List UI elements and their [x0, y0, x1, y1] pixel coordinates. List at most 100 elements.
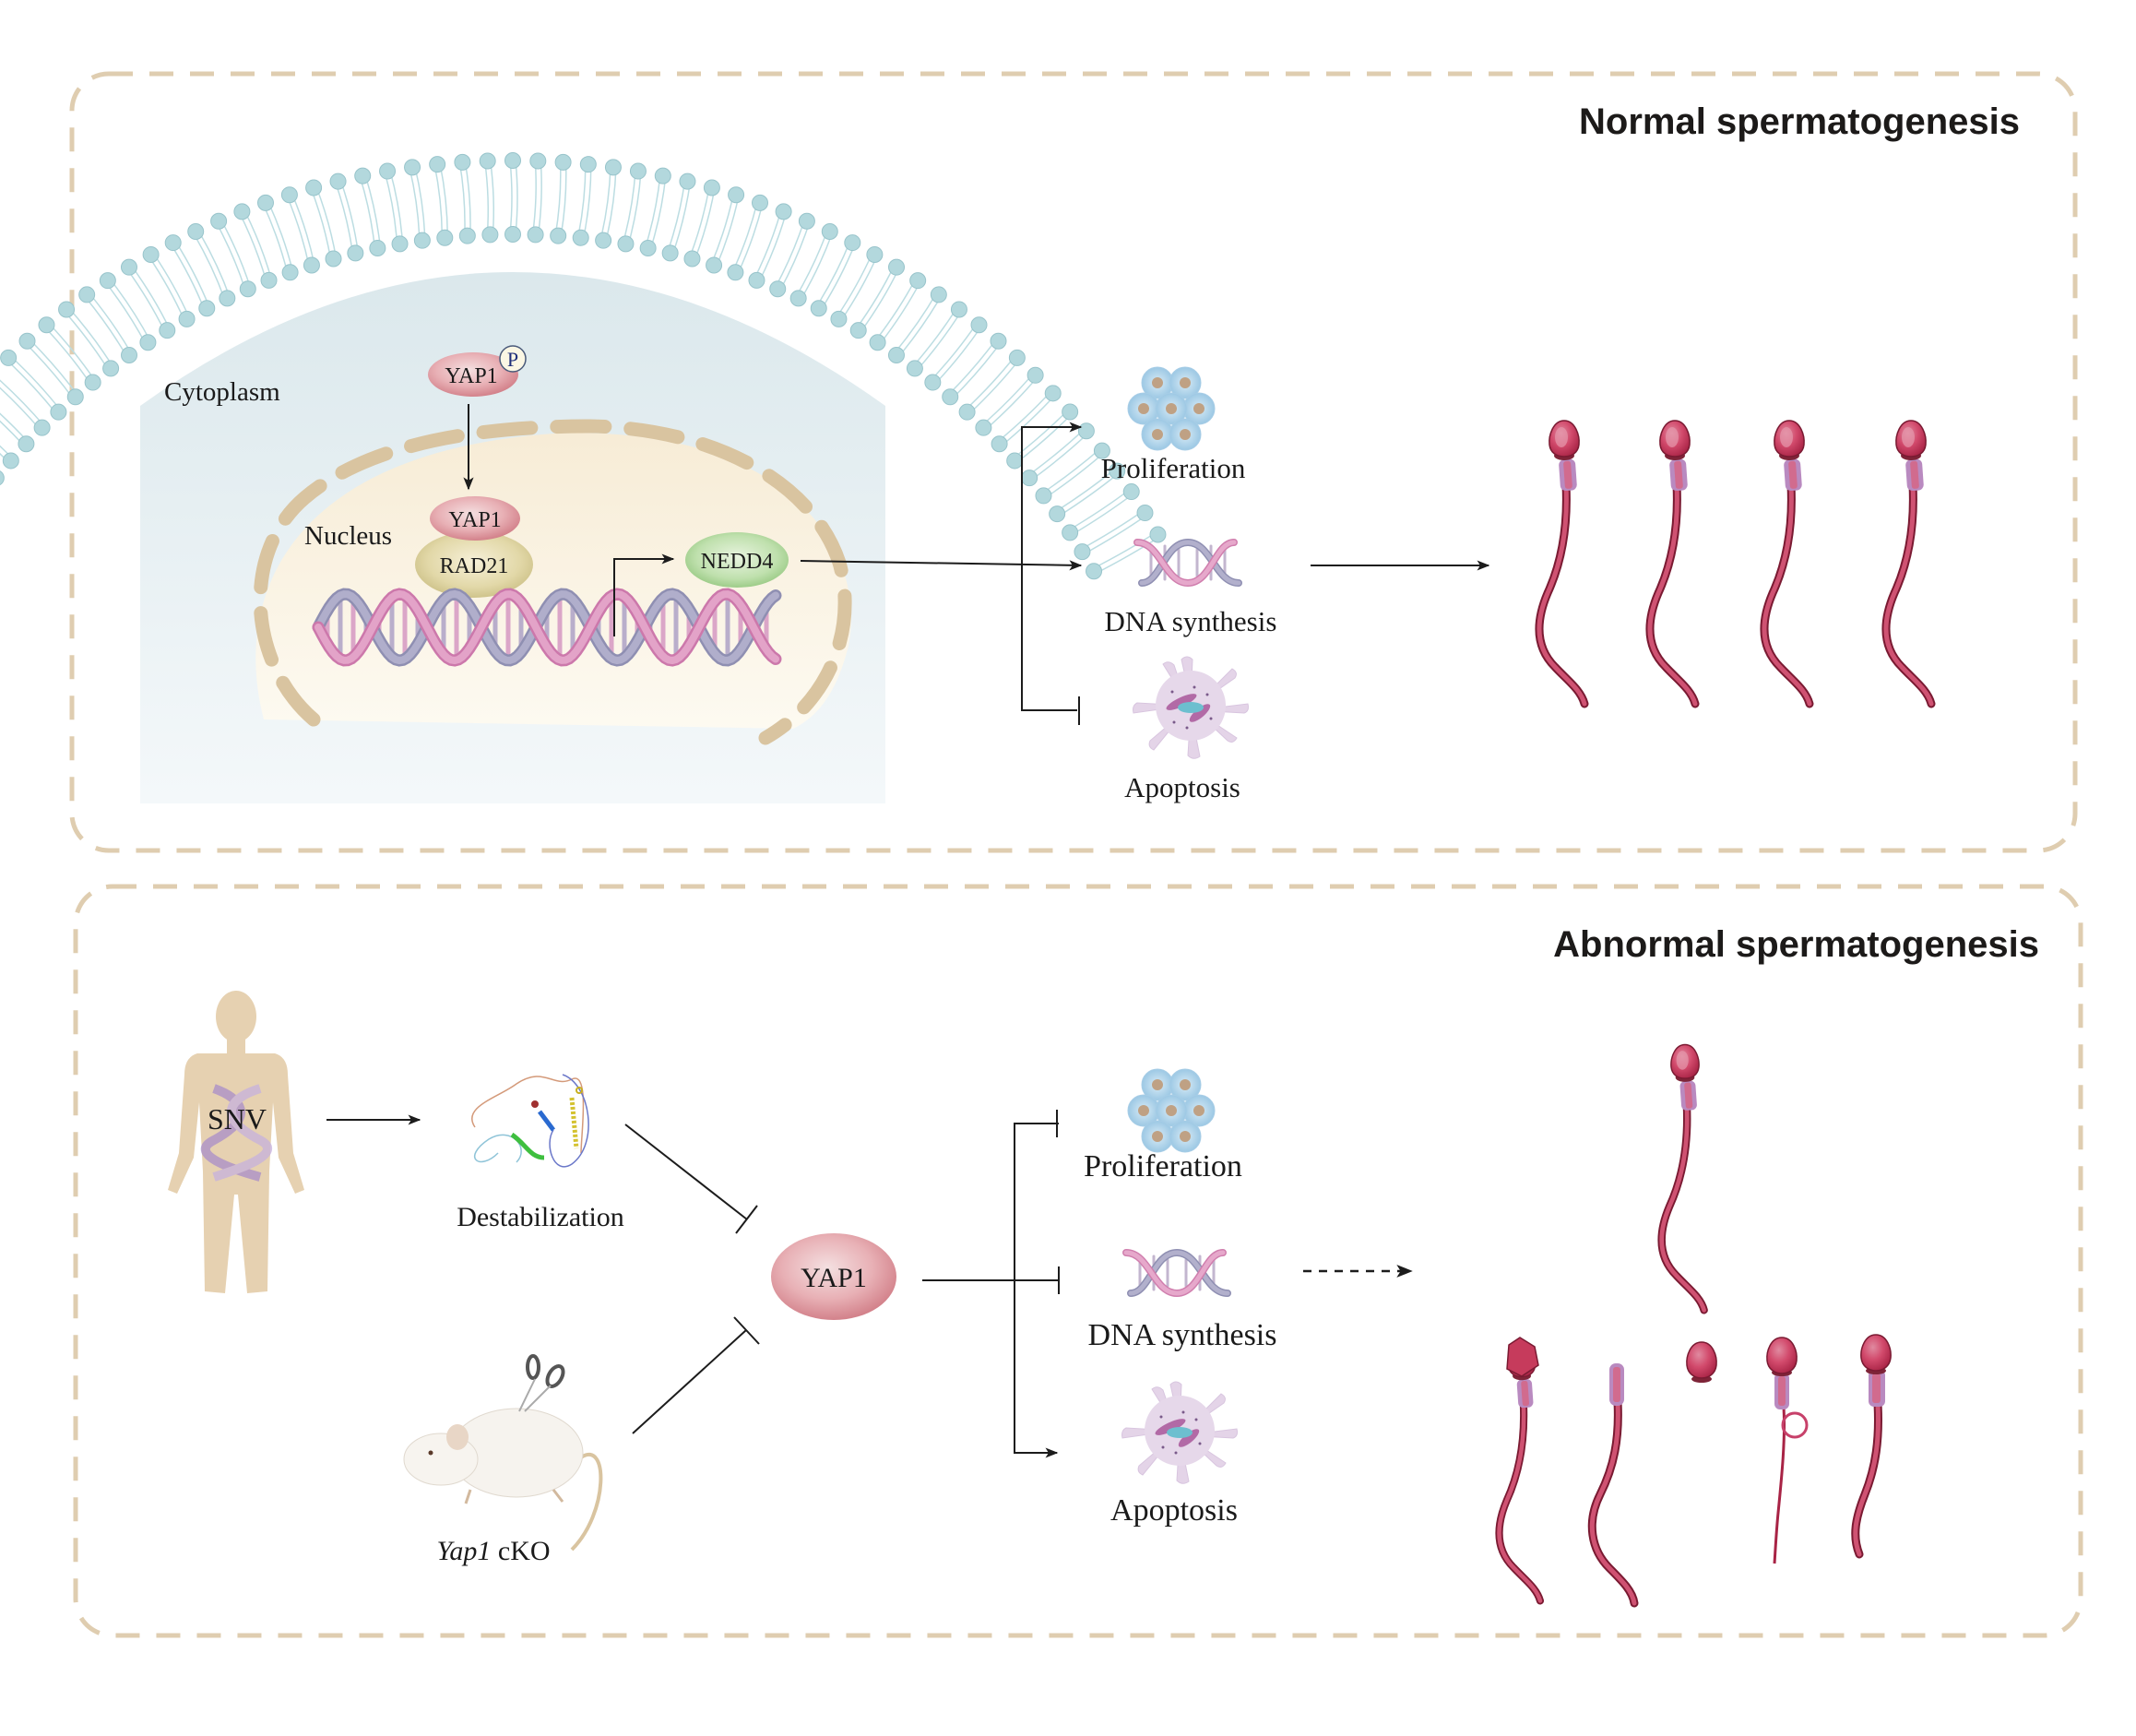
- lipid-head: [260, 271, 278, 289]
- lipid-head: [887, 346, 905, 363]
- lipid-head: [1008, 349, 1026, 366]
- lipid-head: [66, 388, 84, 406]
- lipid-head: [99, 272, 116, 290]
- lipid-head: [50, 403, 67, 421]
- lipid-head: [33, 419, 51, 436]
- sperm-misshapen-head-icon: [1500, 1337, 1540, 1600]
- sperm-short-tail-icon: [1851, 1334, 1892, 1559]
- panel-abnormal-border: [73, 884, 2083, 1638]
- lipid-head: [617, 235, 635, 253]
- lipid-head: [909, 272, 927, 290]
- outcome-label-apoptosis: Apoptosis: [1110, 1493, 1238, 1528]
- destabilization-label: Destabilization: [457, 1202, 624, 1232]
- inhibit-bar: [735, 1205, 758, 1234]
- dna-helix-icon: [1126, 1253, 1228, 1293]
- dna-helix-icon: [1137, 542, 1239, 583]
- lipid-head: [504, 226, 521, 243]
- transcription-arrow: [613, 553, 675, 636]
- lipid-head: [930, 286, 947, 303]
- snv-dna-icon: [201, 1084, 273, 1182]
- lipid-head: [354, 167, 372, 184]
- cell-cluster-icon: [1127, 1068, 1216, 1153]
- lipid-head: [595, 232, 612, 249]
- panel-normal-title: Normal spermatogenesis: [1579, 101, 2020, 142]
- lipid-head: [0, 349, 18, 366]
- lipid-head: [178, 310, 196, 327]
- sperm-head-only-icon: [1686, 1341, 1717, 1383]
- lipid-head: [654, 167, 671, 184]
- lipid-head: [281, 264, 299, 281]
- cell-illustration: Cytoplasm Nucleus YAP1 P RAD21: [0, 152, 1167, 803]
- lipid-head: [210, 212, 228, 230]
- svg-text:YAP1: YAP1: [448, 508, 501, 532]
- lipid-head: [325, 250, 342, 268]
- lipid-head: [239, 280, 256, 298]
- lipid-head: [233, 203, 251, 220]
- lipid-head: [504, 152, 521, 169]
- lipid-head: [347, 244, 364, 262]
- snv-label: SNV: [208, 1102, 267, 1136]
- dna-helix-icon: [312, 588, 782, 667]
- lipid-head: [454, 153, 471, 171]
- lipid-head: [38, 316, 55, 334]
- panel-normal: Normal spermatogenesis Cytoplasm Nucleus…: [0, 71, 2078, 853]
- human-figure-icon: [168, 991, 304, 1293]
- lipid-head: [604, 159, 622, 176]
- lipid-head: [458, 227, 476, 244]
- lipid-head: [369, 239, 386, 256]
- lipid-head: [164, 234, 182, 252]
- lipid-head: [1093, 442, 1110, 459]
- sperm-icon: [1662, 1045, 1704, 1311]
- lipid-head: [120, 258, 137, 276]
- lipid-head: [970, 316, 988, 334]
- lipid-head: [303, 256, 320, 274]
- lipid-head: [866, 245, 884, 263]
- nedd4-output-arrow: [800, 560, 1083, 571]
- lipid-head: [159, 322, 176, 339]
- cell-membrane-icon: [0, 152, 1167, 580]
- lipid-head: [810, 300, 827, 317]
- outcome-label-dna-synthesis: DNA synthesis: [1088, 1318, 1277, 1352]
- yap1-cko-label: Yap1 cKO: [436, 1536, 550, 1566]
- abnormal-sperm-group: [1500, 1045, 1892, 1608]
- lipid-head: [329, 172, 347, 190]
- lipid-head: [703, 179, 720, 196]
- lipid-head: [572, 229, 589, 246]
- lipid-head: [958, 403, 976, 421]
- lipid-head: [554, 153, 572, 171]
- outcome-bracket: [1014, 1123, 1059, 1458]
- cko-inhibits-yap1: [632, 1329, 747, 1434]
- lipid-head: [429, 156, 446, 173]
- outcome-label-dna-synthesis: DNA synthesis: [1105, 605, 1277, 637]
- lipid-head: [683, 250, 701, 268]
- lipid-head: [798, 212, 815, 230]
- lipid-head: [844, 234, 861, 252]
- yap1-phosphorylated: YAP1 P: [428, 345, 527, 397]
- normal-sperm-group: [1539, 421, 1931, 704]
- lipid-head: [1062, 403, 1079, 421]
- sperm-icon: [1886, 421, 1931, 704]
- nedd4-protein: NEDD4: [685, 532, 789, 588]
- outcome-label-proliferation: Proliferation: [1101, 452, 1246, 484]
- lipid-head: [527, 226, 544, 244]
- lipid-head: [219, 290, 236, 307]
- lipid-head: [479, 152, 496, 170]
- panel-normal-border: [69, 71, 2078, 853]
- lipid-head: [102, 360, 120, 377]
- lipid-head: [481, 226, 499, 244]
- lipid-head: [550, 227, 567, 244]
- scissors-icon: [518, 1354, 565, 1412]
- rad21-protein: RAD21: [415, 531, 533, 598]
- lipid-head: [1086, 563, 1103, 580]
- sperm-icon: [1539, 421, 1584, 704]
- lipid-head: [579, 156, 597, 173]
- lipid-head: [139, 334, 157, 351]
- panel-abnormal: Abnormal spermatogenesis SNV Destabiliza…: [73, 884, 2083, 1638]
- lipid-head: [58, 301, 76, 318]
- lipid-head: [769, 280, 787, 298]
- lipid-head: [990, 332, 1007, 350]
- lipid-head: [1062, 524, 1079, 541]
- lipid-head: [529, 152, 547, 170]
- lipid-head: [706, 256, 723, 274]
- lipid-head: [280, 186, 298, 204]
